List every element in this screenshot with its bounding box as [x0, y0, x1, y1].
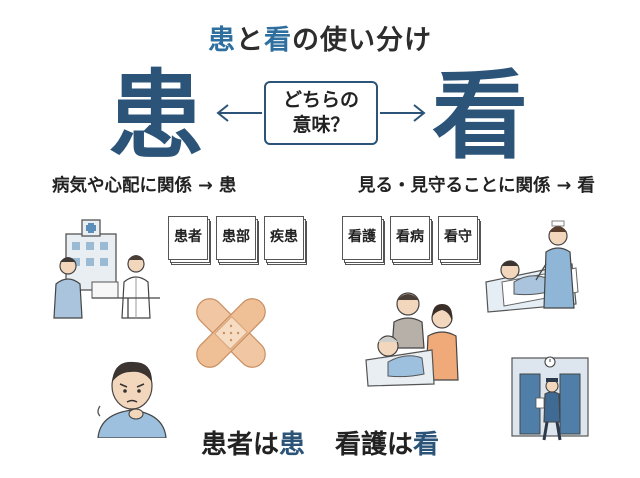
arrow-right-icon — [380, 104, 426, 122]
summary-part2-prefix: 看護は — [335, 430, 414, 460]
word-card: 患者 — [168, 216, 211, 265]
word-card-label: 患者 — [174, 229, 202, 245]
word-card: 看守 — [438, 216, 481, 265]
word-card: 看病 — [390, 216, 433, 265]
word-card-label: 疾患 — [270, 229, 298, 245]
summary-line: 患者は患看護は看 — [0, 424, 640, 461]
summary-part1-prefix: 患者は — [200, 430, 279, 460]
question-line-2: 意味？ — [292, 114, 350, 136]
big-kanji-right: 看 — [432, 59, 528, 172]
word-card: 看護 — [342, 216, 385, 265]
rule-left: 病気や心配に関係 → 患 — [52, 176, 237, 196]
rule-right: 見る・見守ることに関係 → 看 — [358, 176, 595, 196]
word-card: 疾患 — [264, 216, 307, 265]
nurse-patient-illustration — [485, 220, 579, 313]
hospital-doctor-illustration — [53, 219, 160, 319]
question-line-1: どちらの — [282, 89, 359, 111]
title-connector: と — [236, 25, 264, 56]
word-card-label: 看守 — [444, 229, 472, 245]
summary-part1-kanji: 患 — [278, 430, 305, 460]
word-card: 患部 — [216, 216, 259, 265]
family-caregiving-illustration — [365, 292, 459, 387]
right-word-cards: 看護 看病 看守 — [342, 216, 481, 265]
arrow-left-icon — [216, 104, 262, 122]
worried-boy-illustration — [97, 361, 167, 438]
word-card-label: 患部 — [222, 229, 250, 245]
page-title: 患と看の使い分け — [0, 18, 640, 57]
title-kanji-a: 患 — [208, 25, 236, 56]
title-kanji-b: 看 — [264, 25, 292, 56]
title-rest: の使い分け — [292, 25, 432, 56]
big-kanji-left: 患 — [108, 59, 204, 172]
guard-illustration — [511, 356, 589, 441]
summary-part2-kanji: 看 — [413, 430, 440, 460]
question-box: どちらの 意味？ — [264, 81, 378, 145]
left-word-cards: 患者 患部 疾患 — [168, 216, 307, 265]
bandage-icon — [196, 298, 266, 368]
word-card-label: 看病 — [396, 229, 424, 245]
word-card-label: 看護 — [348, 229, 376, 245]
